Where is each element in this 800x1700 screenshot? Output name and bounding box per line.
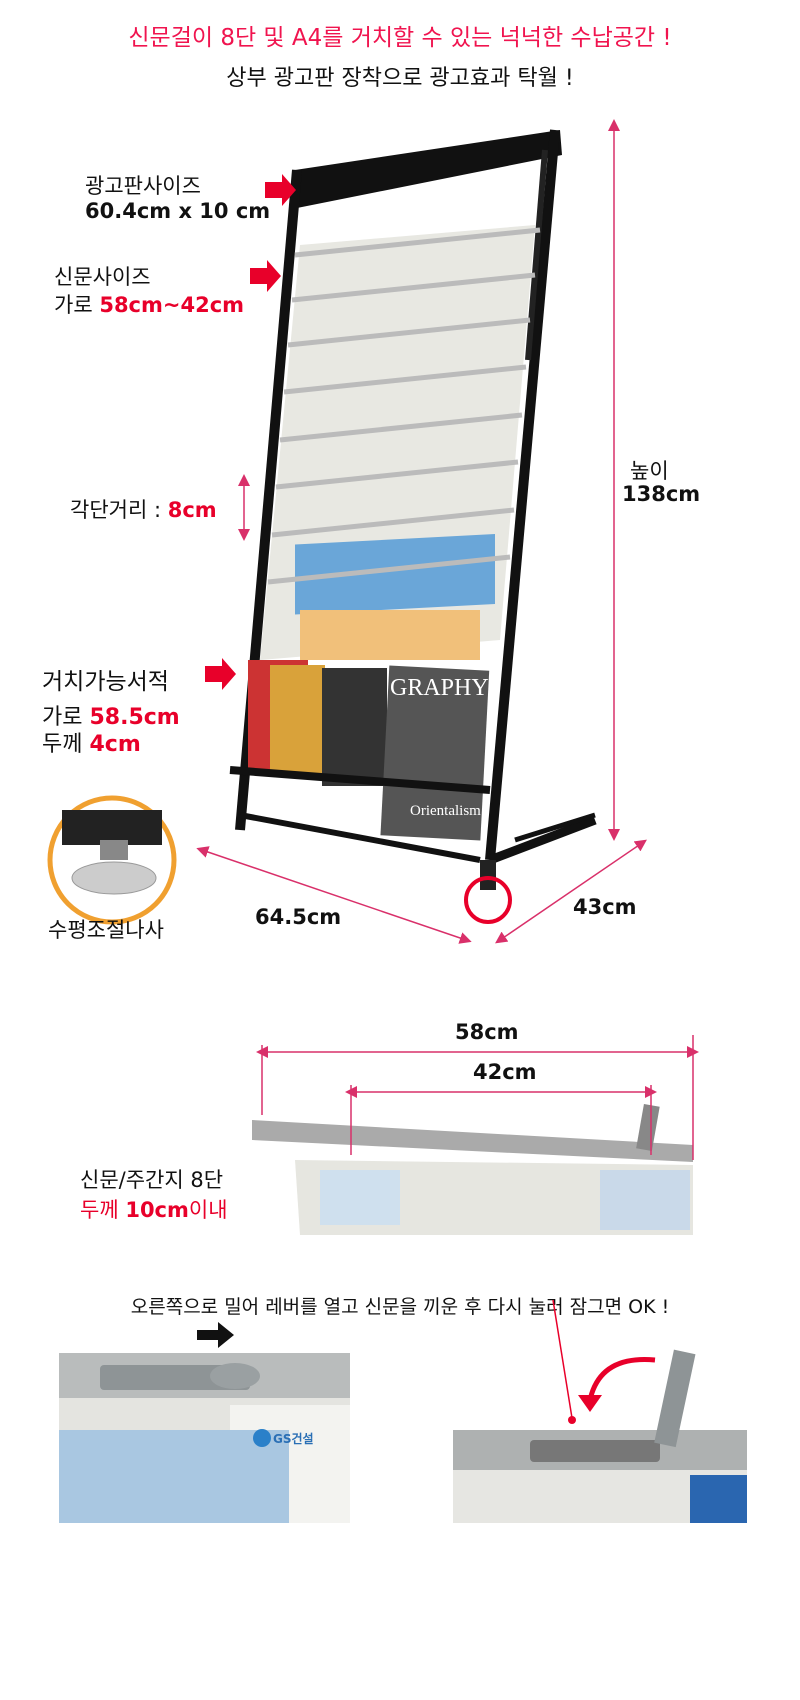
value: 8cm: [167, 498, 217, 522]
magazine-sub: Orientalism: [410, 803, 481, 819]
books-width: 가로 58.5cm: [42, 699, 180, 731]
ad-board: [295, 130, 562, 208]
hanger-label: 신문/주간지 8단: [80, 1168, 224, 1192]
prefix: 가로: [42, 705, 90, 730]
inner-width: 42cm: [473, 1060, 537, 1084]
instruction-caption: 오른쪽으로 밀어 레버를 열고 신문을 끼운 후 다시 눌러 잠그면 OK !: [130, 1296, 670, 1318]
height-label: 높이: [630, 459, 669, 483]
suffix: 이내: [188, 1198, 228, 1222]
magazine-title: GRAPHY: [390, 675, 489, 701]
prefix: 두께: [42, 732, 90, 757]
height-value: 138cm: [622, 482, 701, 506]
push-right-arrow-icon: [197, 1322, 234, 1348]
newspaper-label: 신문사이즈: [54, 265, 151, 289]
value: 58.5cm: [89, 705, 180, 730]
depth-value: 43cm: [573, 895, 637, 919]
rotate-arrow-icon: [587, 1357, 656, 1401]
headline: 신문걸이 8단 및 A4를 거치할 수 있는 넉넉한 수납공간 !: [128, 25, 672, 51]
arrow-icons: [205, 174, 296, 690]
gs-logo-text: GS건설: [273, 1431, 314, 1446]
newspapers: [260, 225, 535, 660]
shelf-gap: 각단거리 : 8cm: [70, 494, 217, 524]
outer-width: 58cm: [455, 1020, 519, 1044]
prefix: 가로: [54, 293, 100, 317]
gs-logo: [253, 1429, 271, 1447]
books-label: 거치가능서적: [42, 669, 169, 695]
value: 58cm~42cm: [99, 293, 245, 317]
magazines: [248, 660, 490, 841]
hanger-thickness: 두께 10cm이내: [80, 1194, 228, 1224]
lever: [654, 1349, 696, 1448]
rack-illustration: GRAPHY Orientalism: [47, 119, 647, 944]
ad-board-label: 광고판사이즈: [85, 174, 201, 198]
leveler-label: 수평조절나사: [48, 918, 164, 942]
newspaper-width: 가로 58cm~42cm: [54, 289, 244, 319]
value: 4cm: [89, 732, 141, 757]
label: 각단거리 :: [70, 498, 168, 522]
books-depth: 두께 4cm: [42, 726, 141, 758]
hanger-bars: [267, 227, 541, 585]
subheadline: 상부 광고판 장착으로 광고효과 탁월 !: [226, 66, 574, 91]
value: 10cm: [125, 1198, 189, 1222]
ad-board-size: 60.4cm x 10 cm: [85, 199, 271, 223]
width-value: 64.5cm: [255, 905, 342, 929]
prefix: 두께: [80, 1198, 126, 1222]
